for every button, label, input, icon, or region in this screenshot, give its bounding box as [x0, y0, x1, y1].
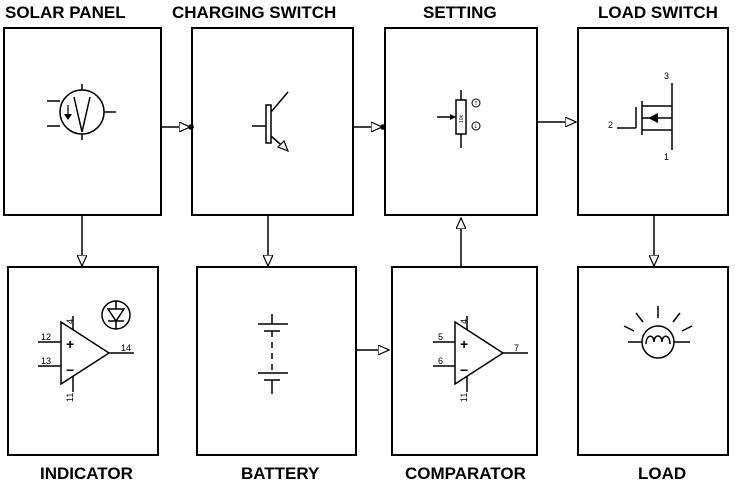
indicator-title: INDICATOR: [40, 464, 133, 483]
comparator-minus: −: [460, 362, 468, 378]
comparator-pin-7: 7: [514, 343, 519, 353]
load-block: [577, 266, 729, 456]
indicator-plus: +: [66, 336, 74, 352]
setting-title: SETTING: [423, 3, 497, 22]
battery-title: BATTERY: [241, 464, 320, 483]
load-switch-block: [577, 27, 729, 216]
connectors: [82, 122, 654, 350]
solar-panel-block: [3, 27, 162, 216]
lamp-icon: [623, 306, 693, 359]
solar-panel-title: SOLAR PANEL: [5, 3, 126, 22]
mosfet-pin-drain: 3: [664, 71, 669, 81]
charging-switch-block: [191, 27, 354, 216]
mosfet-pin-source: 1: [664, 152, 669, 162]
knob-l-label: L: [475, 124, 478, 130]
comparator-pin-4: 4: [459, 319, 469, 324]
mosfet-icon: 3 2 1: [608, 71, 673, 162]
potentiometer-icon: 10k T L: [437, 90, 481, 148]
solar-cell-icon: [47, 84, 116, 140]
indicator-pin-4: 4: [65, 319, 75, 324]
transistor-icon: [252, 91, 290, 153]
comparator-opamp-icon: + − 4 5 6 7 11: [433, 316, 528, 402]
indicator-pin-11: 11: [65, 393, 75, 402]
comparator-plus: +: [460, 336, 468, 352]
charging-switch-title: CHARGING SWITCH: [172, 3, 336, 22]
junction-dot: [380, 124, 386, 130]
resistor-value: 10k: [459, 114, 465, 123]
comparator-title: COMPARATOR: [405, 464, 526, 483]
indicator-minus: −: [66, 362, 74, 378]
comparator-pin-6: 6: [438, 356, 443, 366]
indicator-opamp-icon: + − 4 12 13 14 11: [38, 316, 134, 402]
led-icon: [101, 300, 131, 330]
knob-t-label: T: [475, 101, 478, 107]
indicator-pin-13: 13: [41, 356, 51, 366]
battery-icon: [258, 314, 288, 394]
battery-block: [196, 266, 357, 456]
indicator-pin-14: 14: [121, 343, 131, 353]
comparator-pin-11: 11: [459, 393, 469, 402]
load-title: LOAD: [638, 464, 686, 483]
load-switch-title: LOAD SWITCH: [598, 3, 718, 22]
junction-dot: [188, 124, 194, 130]
indicator-pin-12: 12: [41, 332, 51, 342]
mosfet-pin-gate: 2: [608, 120, 613, 130]
comparator-pin-5: 5: [438, 332, 443, 342]
